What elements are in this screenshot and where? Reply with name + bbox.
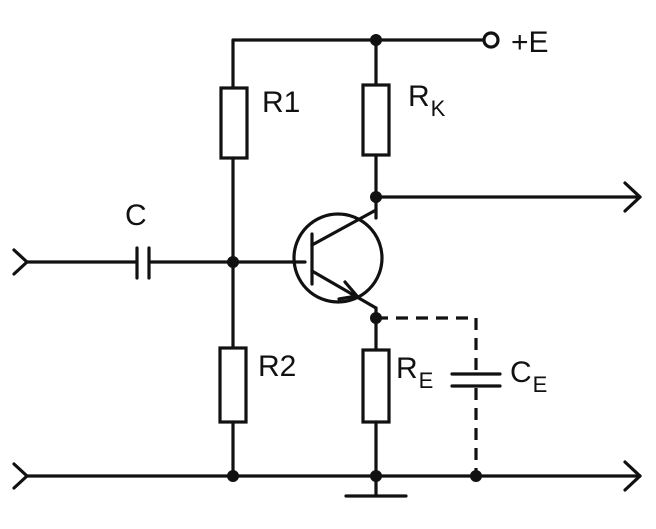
resistor-r2 [218,346,248,424]
rk-label: RK [408,80,446,121]
capacitor-ce [450,372,502,388]
supply-label: +E [511,26,549,59]
input-chevron [12,248,29,276]
transistor-emitter-lead [310,269,378,310]
resistor-rk [361,83,391,157]
ground-input-chevron [12,462,29,490]
ground-output-arrow [623,460,642,492]
re-label: RE [396,352,433,393]
transistor-body [292,212,384,304]
ce-dashed-wire [376,316,478,372]
ce-label: CE [510,356,547,397]
c-label: C [125,199,147,232]
resistor-re [361,348,391,424]
emitter-arrow [337,280,359,301]
supply-terminal[interactable] [482,31,500,49]
junction-dot [227,470,239,482]
resistor-r1 [219,86,249,160]
capacitor-c [135,246,151,280]
transistor-collector-lead [310,208,378,247]
r2-label: R2 [258,350,296,383]
junction-dot [470,470,482,482]
r1-label: R1 [262,86,300,119]
output-arrow [623,181,642,213]
junction-dot [370,470,382,482]
